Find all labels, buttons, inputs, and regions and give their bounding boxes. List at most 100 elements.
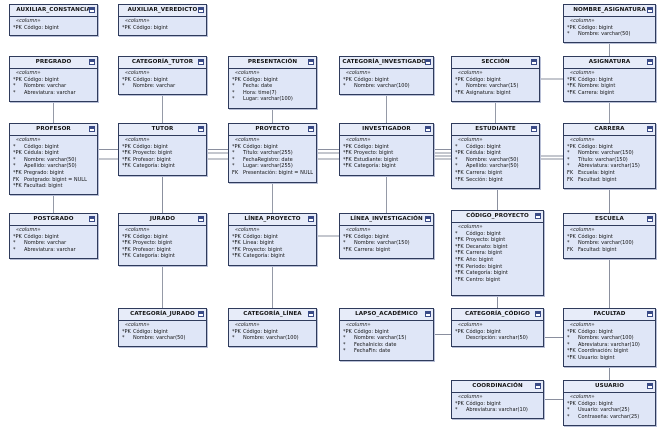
entity-header: NOMBRE_ASIGNATURA: [564, 5, 655, 17]
column-row: *FechaFin: date: [343, 348, 430, 355]
column-key: *: [567, 150, 570, 157]
table-icon: [308, 311, 314, 317]
column-row: *Abreviatura: varchar(10): [455, 407, 540, 414]
column-key: FK: [567, 169, 574, 176]
stereotype-label: «column»: [458, 322, 483, 328]
column-text: Escuela: bigint: [578, 169, 615, 176]
entity-title: LÍNEA_INVESTIGACIÓN: [350, 216, 423, 222]
column-key: *FK: [122, 246, 131, 253]
entity-header: CÓDIGO_PROYECTO: [452, 211, 543, 223]
column-text: Código: bigint: [243, 76, 278, 83]
column-key: *: [567, 156, 570, 163]
entity-title: CARRERA: [594, 126, 625, 132]
column-text: Nombre: varchar(100): [578, 335, 634, 342]
entity-title: COORDINACIÓN: [472, 383, 523, 389]
stereotype-label: «column»: [570, 227, 595, 233]
table-icon: [89, 7, 95, 13]
entity-header: LAPSO_ACADÉMICO: [340, 309, 433, 321]
column-key: *PK: [122, 328, 131, 335]
stereotype-label: «column»: [16, 227, 41, 233]
column-key: *PK: [13, 150, 22, 157]
entity-codigo-proyecto[interactable]: CÓDIGO_PROYECTO«column»*Código: bigint*F…: [451, 210, 544, 296]
column-text: Año: bigint: [466, 256, 494, 263]
column-key: *FK: [455, 237, 464, 244]
column-text: Decanato: bigint: [466, 243, 508, 250]
entity-header: INVESTIGADOR: [340, 124, 433, 136]
column-row: *Usuario: varchar(25): [567, 407, 652, 414]
column-key: *: [567, 341, 570, 348]
column-key: *PK: [232, 143, 241, 150]
column-text: Código: bigint: [243, 233, 278, 240]
table-icon: [647, 126, 653, 132]
column-text: Código: bigint: [578, 328, 613, 335]
column-text: Código: bigint: [354, 233, 389, 240]
entity-header: CATEGORÍA_TUTOR: [119, 57, 206, 69]
column-row: *Abreviatura: varchar: [13, 90, 94, 97]
entity-header: CATEGORÍA_JURADO: [119, 309, 206, 321]
entity-header: PROFESOR: [10, 124, 97, 136]
column-text: Hora: time(7): [243, 89, 277, 96]
column-key: *: [232, 335, 235, 342]
column-key: *FK: [455, 270, 464, 277]
column-text: Sección: bigint: [466, 176, 503, 183]
column-text: Código: bigint: [133, 24, 168, 31]
column-text: Proyecto: bigint: [466, 237, 506, 244]
column-key: *FK: [567, 89, 576, 96]
column-key: *FK: [232, 253, 241, 260]
column-row: *FechaInicio: date: [343, 342, 430, 349]
column-key: *PK: [13, 24, 22, 31]
column-text: Profesor: bigint: [133, 246, 171, 253]
column-key: *PK: [232, 76, 241, 83]
column-key: *: [232, 163, 235, 170]
column-key: *: [343, 83, 346, 90]
column-text: Nombre: varchar(100): [578, 240, 634, 247]
column-row: *Apellido: varchar(50): [455, 163, 536, 170]
entity-title: CATEGORÍA_CÓDIGO: [464, 311, 531, 317]
column-key: *: [567, 407, 570, 414]
